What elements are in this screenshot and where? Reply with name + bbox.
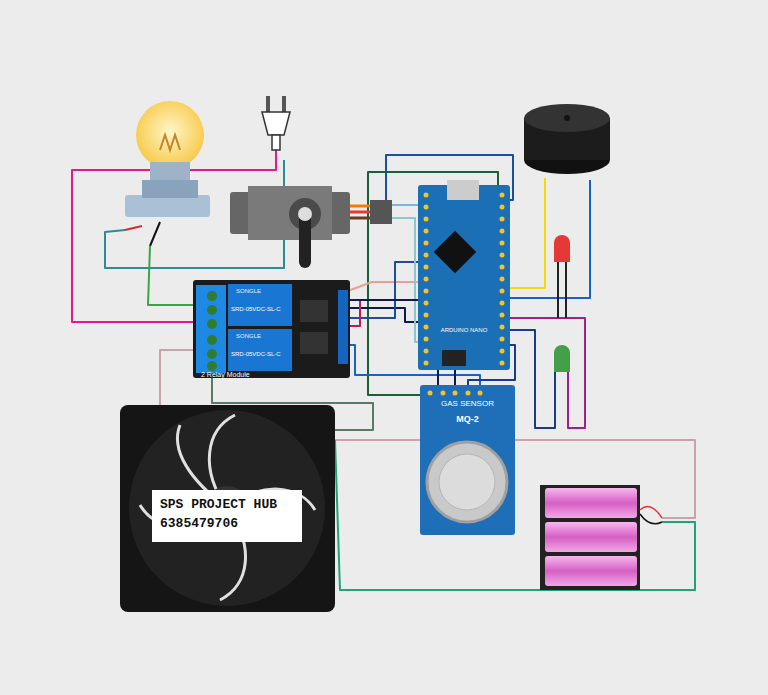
arduino-nano: ARDUINO NANO — [418, 185, 510, 370]
node-text: ARDUINO NANO — [418, 327, 510, 333]
part-label: SRD-05VDC-SL-C — [231, 306, 281, 312]
part-label: SONGLE — [236, 288, 261, 294]
node-text: GAS SENSOR — [420, 399, 515, 408]
node-text: MQ-2 — [420, 414, 515, 424]
node-text: SPS PROJECT HUB 6385479706 — [160, 496, 294, 534]
part-label: SONGLE — [236, 333, 261, 339]
node-text: 2 Relay Module — [201, 371, 250, 378]
relay-module: 2 Relay Module — [193, 280, 350, 378]
gas-sensor: GAS SENSOR MQ-2 — [420, 385, 515, 535]
wire-connector — [438, 370, 439, 385]
part-label: SRD-05VDC-SL-C — [231, 351, 281, 357]
wire-connector — [350, 300, 418, 301]
watermark-box: SPS PROJECT HUB 6385479706 — [152, 490, 302, 542]
